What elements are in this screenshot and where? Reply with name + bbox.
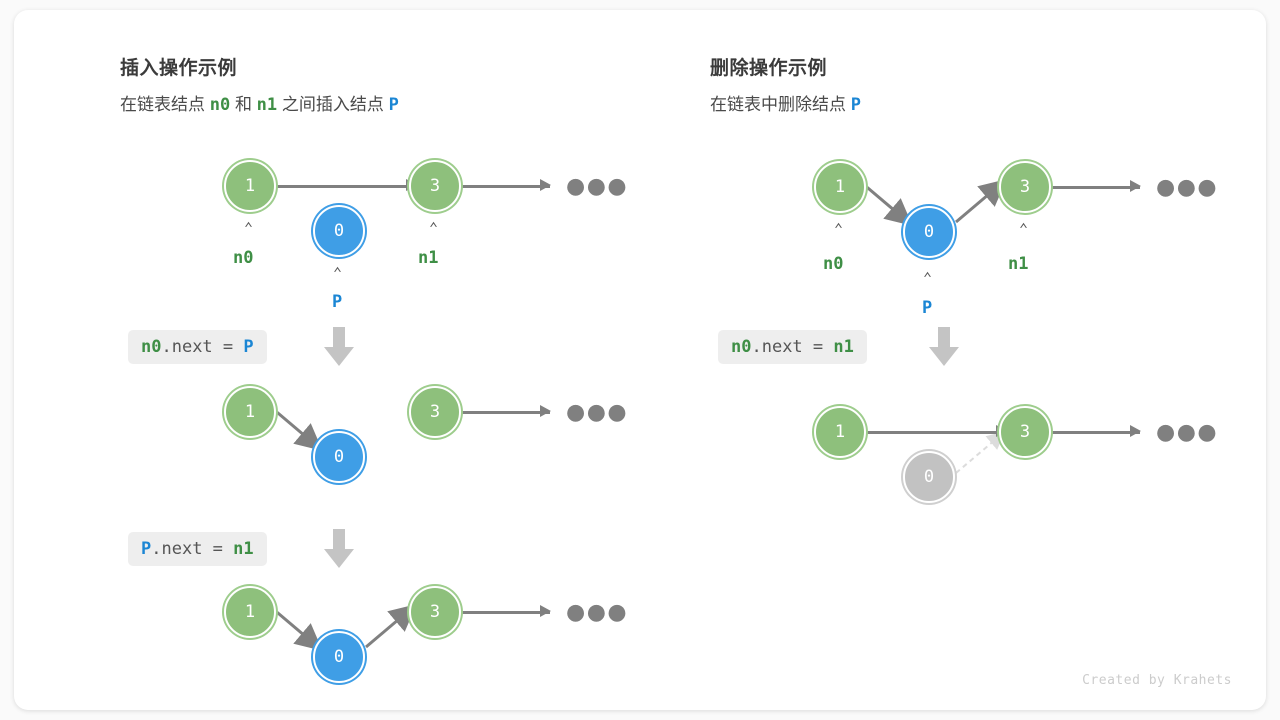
node-n1[interactable]: 3: [999, 406, 1051, 458]
node-p[interactable]: 0: [903, 206, 955, 258]
arrowhead-n1-tail: [540, 179, 551, 191]
code-token-next: .next =: [151, 539, 234, 559]
node-n1[interactable]: 3: [409, 160, 461, 212]
label-p: P: [332, 292, 343, 312]
subtitle-seg: 之间插入结点: [277, 95, 389, 114]
code-token-p: P: [243, 337, 254, 357]
node-p-deleted[interactable]: 0: [903, 451, 955, 503]
connector-node3-tail: [454, 411, 550, 414]
connector-n1-tail: [454, 185, 550, 188]
node-n0[interactable]: 1: [814, 161, 866, 213]
arrowhead-n1-tail: [1130, 180, 1141, 192]
node-p[interactable]: 0: [313, 631, 365, 683]
connector-n1-tail: [1044, 431, 1140, 434]
caret-icon-n0: ⌃: [834, 220, 844, 238]
arrowhead-n1-tail: [540, 605, 551, 617]
connector-n0-n1: [272, 185, 420, 188]
delete-panel-title: 删除操作示例: [710, 58, 828, 79]
delete-panel: 删除操作示例 在链表中删除结点 P ●●● 1 0 3 ⌃ n0: [674, 10, 1266, 710]
subtitle-seg: 在链表结点: [120, 95, 210, 114]
insert-panel-subtitle: 在链表结点 n0 和 n1 之间插入结点 P: [120, 90, 399, 115]
code-step-1: n0.next = n1: [718, 330, 867, 364]
code-token-next: .next =: [751, 337, 834, 357]
code-token-p: P: [141, 539, 152, 559]
node-n1[interactable]: 3: [409, 586, 461, 638]
subtitle-seg: 在链表中删除结点: [710, 95, 851, 114]
node-n0[interactable]: 1: [224, 586, 276, 638]
dashed-connector-removed: [955, 431, 1006, 474]
node-n0[interactable]: 1: [224, 386, 276, 438]
caret-icon-p: ⌃: [333, 264, 343, 282]
delete-panel-subtitle: 在链表中删除结点 P: [710, 90, 861, 115]
label-n0: n0: [823, 254, 844, 274]
connector-n0-n1: [862, 431, 1010, 434]
caret-icon-p: ⌃: [923, 269, 933, 287]
caret-icon-n0: ⌃: [244, 219, 254, 237]
label-n1: n1: [1008, 254, 1029, 274]
subtitle-seg-n0: n0: [209, 95, 231, 115]
ellipsis: ●●●: [1156, 420, 1219, 445]
diagonal-connectors-row3: [271, 604, 417, 651]
arrowhead-n1-tail: [1130, 425, 1141, 437]
node-p[interactable]: 0: [313, 431, 365, 483]
label-p: P: [922, 298, 933, 318]
subtitle-seg: 和: [230, 95, 257, 114]
ellipsis: ●●●: [566, 174, 629, 199]
credit-text: Created by Krahets: [1082, 673, 1232, 688]
subtitle-seg-p: P: [850, 95, 861, 115]
node-n0[interactable]: 1: [224, 160, 276, 212]
ellipsis: ●●●: [566, 400, 629, 425]
code-token-n0: n0: [141, 337, 162, 357]
down-arrow-icon: [324, 327, 354, 366]
insert-panel: 插入操作示例 在链表结点 n0 和 n1 之间插入结点 P ●●● 1 0 3 …: [14, 10, 674, 710]
insert-panel-title: 插入操作示例: [120, 58, 238, 79]
node-p[interactable]: 0: [313, 205, 365, 257]
label-n0: n0: [233, 248, 254, 268]
code-token-n1: n1: [233, 539, 254, 559]
code-token-n1: n1: [833, 337, 854, 357]
connector-n1-tail: [454, 611, 550, 614]
ellipsis: ●●●: [566, 600, 629, 625]
code-step-2: P.next = n1: [128, 532, 267, 566]
diagonal-connectors-drow1: [861, 179, 1007, 226]
subtitle-seg-p: P: [388, 95, 399, 115]
node-n1[interactable]: 3: [409, 386, 461, 438]
code-token-n0: n0: [731, 337, 752, 357]
node-n0[interactable]: 1: [814, 406, 866, 458]
caret-icon-n1: ⌃: [429, 219, 439, 237]
subtitle-seg-n1: n1: [256, 95, 278, 115]
caret-icon-n1: ⌃: [1019, 220, 1029, 238]
connector-n1-tail: [1044, 186, 1140, 189]
down-arrow-icon: [929, 327, 959, 366]
diagram-card: 插入操作示例 在链表结点 n0 和 n1 之间插入结点 P ●●● 1 0 3 …: [14, 10, 1266, 710]
label-n1: n1: [418, 248, 439, 268]
code-step-1: n0.next = P: [128, 330, 267, 364]
node-n1[interactable]: 3: [999, 161, 1051, 213]
code-token-next: .next =: [161, 337, 244, 357]
diagonal-connectors-row2: [271, 406, 323, 451]
arrowhead-node3-tail: [540, 405, 551, 417]
ellipsis: ●●●: [1156, 175, 1219, 200]
down-arrow-icon: [324, 529, 354, 568]
